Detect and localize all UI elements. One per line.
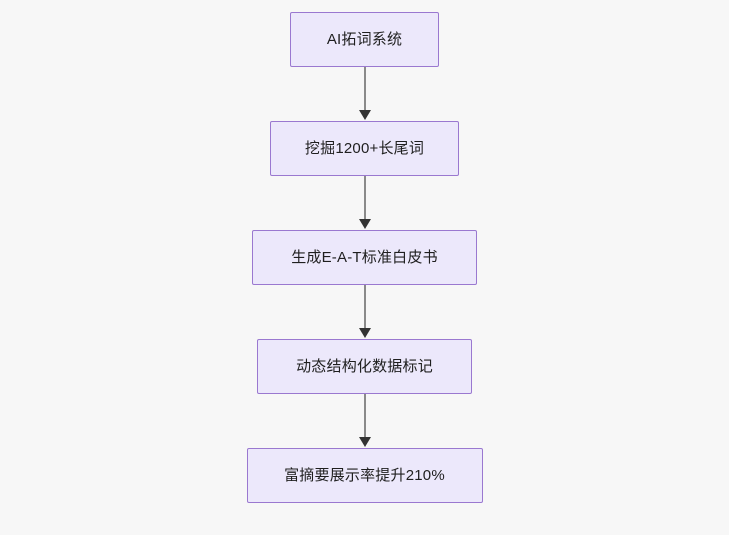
connector-line: [363, 285, 366, 329]
connector-line: [363, 394, 366, 438]
arrowhead-down-icon: [358, 328, 371, 338]
flow-node-mine-longtail-keywords[interactable]: 挖掘1200+长尾词: [270, 121, 459, 176]
flow-node-dynamic-structured-data-markup[interactable]: 动态结构化数据标记: [257, 339, 472, 394]
connector-line: [363, 67, 366, 111]
flow-node-ai-keyword-system[interactable]: AI拓词系统: [290, 12, 439, 67]
flow-node-label: 动态结构化数据标记: [296, 358, 433, 375]
connector-line: [363, 176, 366, 220]
flow-node-generate-eat-whitepaper[interactable]: 生成E-A-T标准白皮书: [252, 230, 477, 285]
flow-node-label: AI拓词系统: [326, 31, 403, 48]
flow-connector-arrow-4: [353, 394, 377, 448]
flow-node-label: 挖掘1200+长尾词: [304, 140, 425, 157]
flow-node-rich-snippet-rate-increase[interactable]: 富摘要展示率提升210%: [246, 448, 483, 503]
arrowhead-down-icon: [358, 110, 371, 120]
flow-connector-arrow-2: [353, 176, 377, 230]
arrowhead-down-icon: [358, 219, 371, 229]
flow-connector-arrow-1: [353, 67, 377, 121]
arrowhead-down-icon: [358, 437, 371, 447]
flow-node-label: 富摘要展示率提升210%: [284, 467, 445, 484]
flow-node-label: 生成E-A-T标准白皮书: [291, 249, 438, 266]
flow-connector-arrow-3: [353, 285, 377, 339]
